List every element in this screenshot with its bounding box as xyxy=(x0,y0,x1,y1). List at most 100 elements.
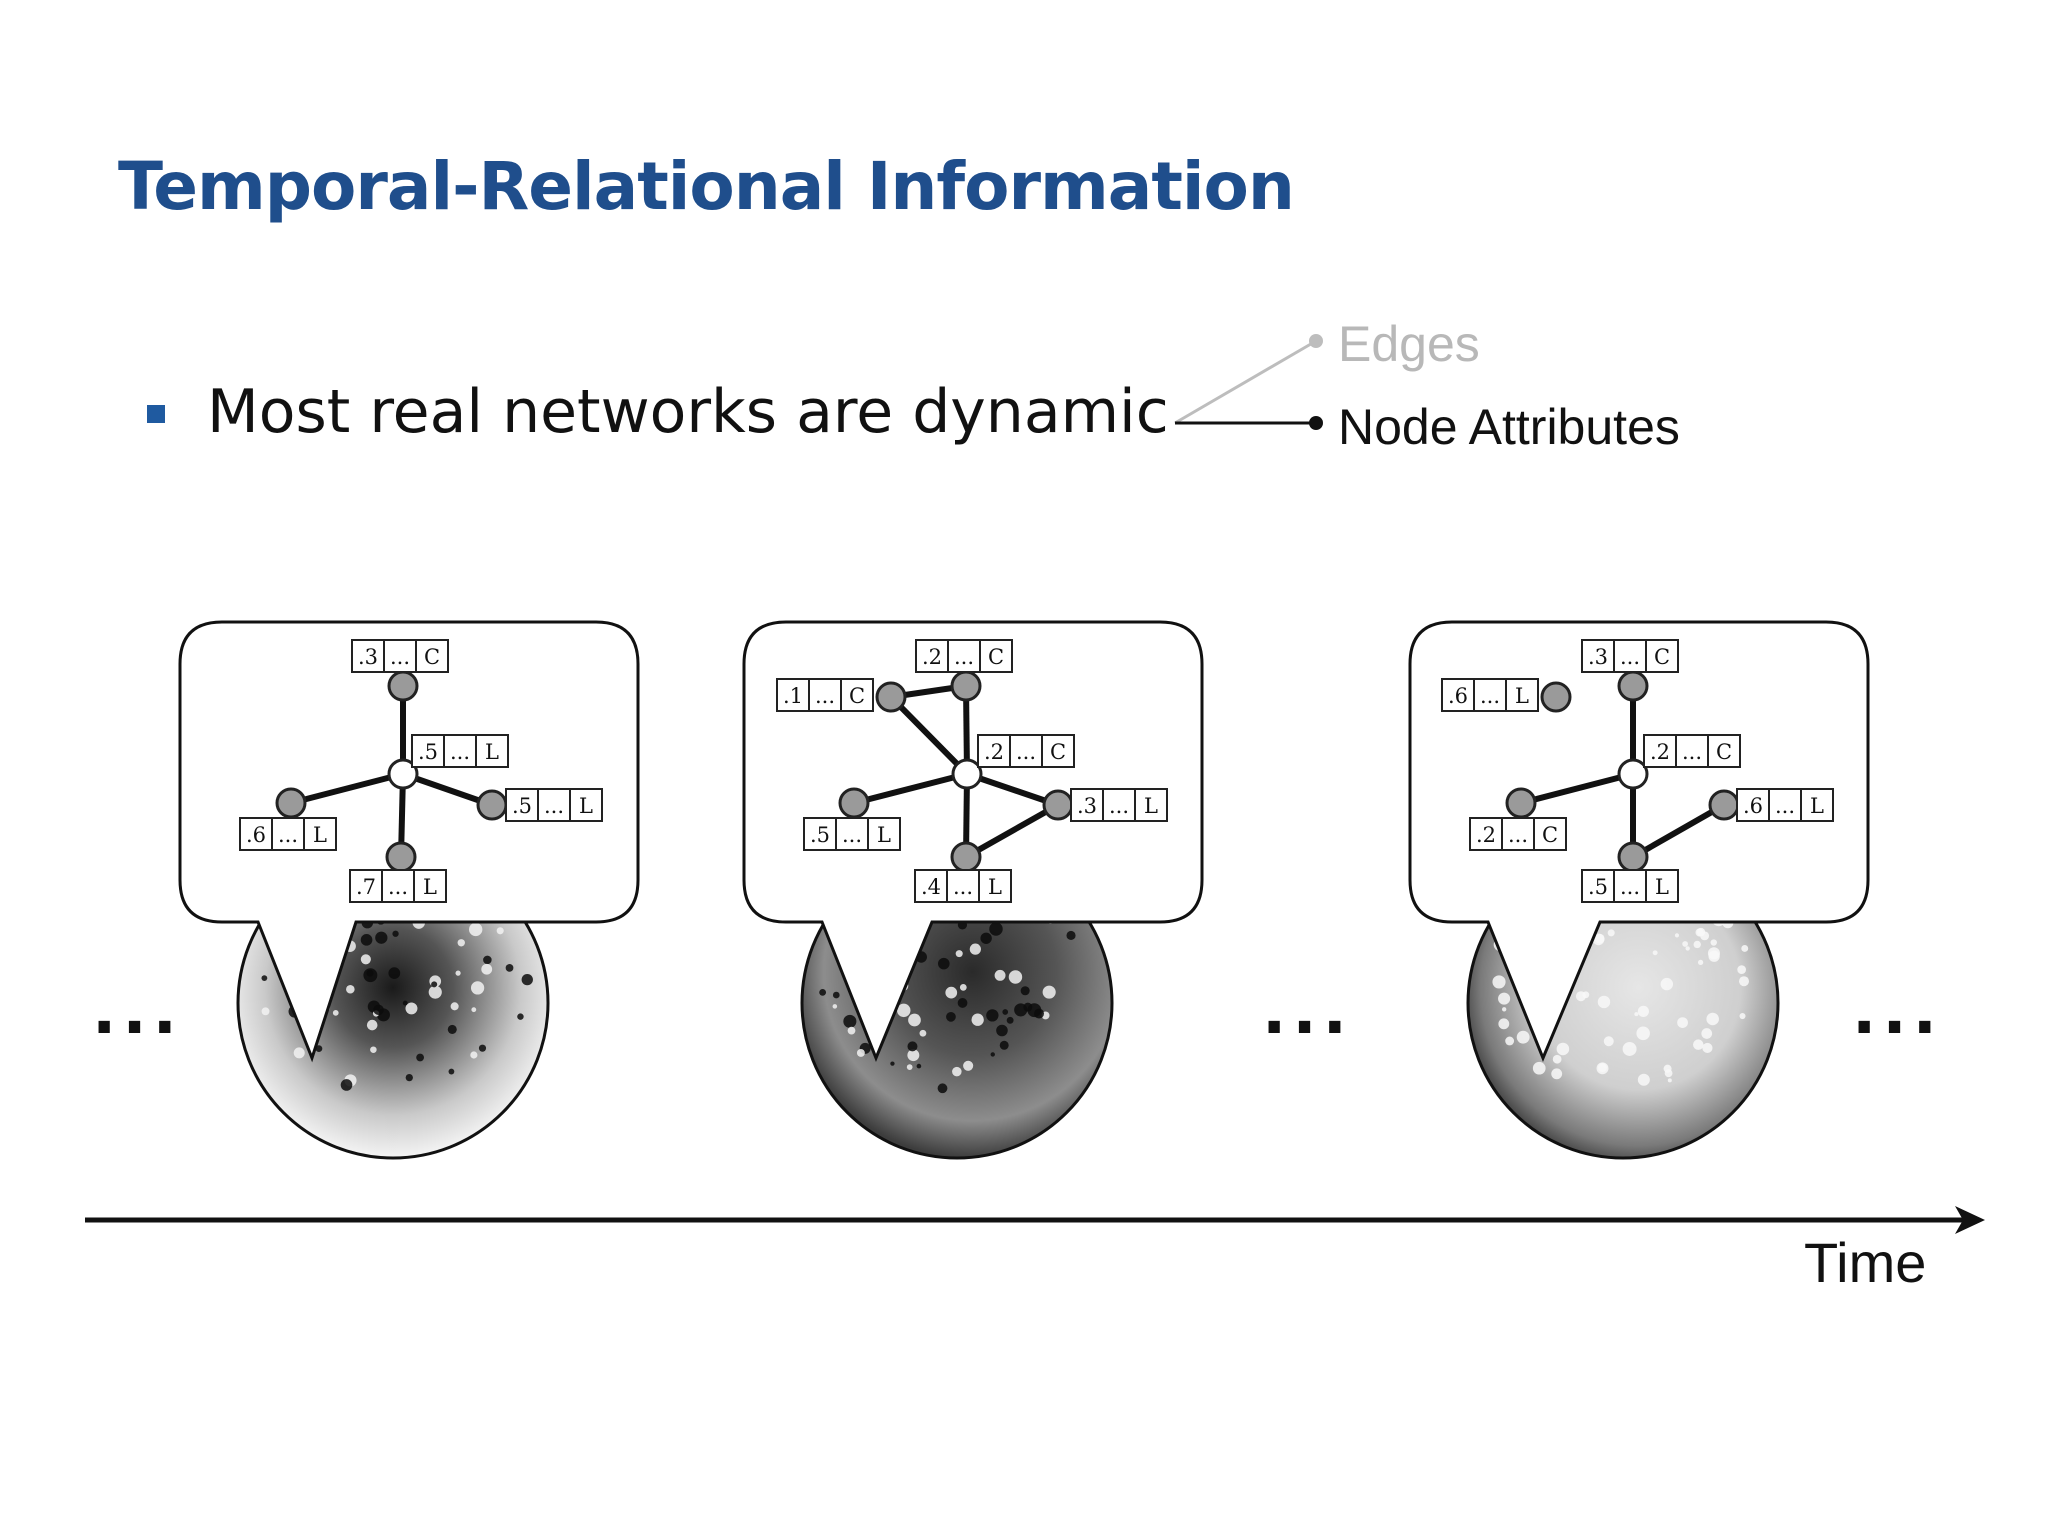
svg-text:L: L xyxy=(988,875,1002,899)
graph-node-top xyxy=(387,670,419,702)
svg-text:L: L xyxy=(1810,794,1824,818)
svg-text:L: L xyxy=(423,875,437,899)
ellipsis-middle: ... xyxy=(1262,975,1353,1049)
svg-text:...: ... xyxy=(388,875,408,899)
attr-box-hub: .5...L xyxy=(411,734,509,768)
graph-edge xyxy=(402,771,493,808)
graph-node-hub xyxy=(387,758,419,790)
callout-bubble xyxy=(178,620,640,1063)
svg-text:...: ... xyxy=(390,645,410,669)
svg-text:.5: .5 xyxy=(1588,875,1608,899)
svg-text:.5: .5 xyxy=(810,823,830,847)
svg-text:L: L xyxy=(313,823,327,847)
attr-box-topleft: .1...C xyxy=(776,678,874,712)
attr-box-right: .3... L xyxy=(1070,788,1168,822)
graph-edge xyxy=(1520,771,1634,806)
attr-box-top: .3... C xyxy=(1581,639,1679,673)
attr-box-hub: .2... C xyxy=(1643,734,1741,768)
graph-node-right xyxy=(1708,789,1740,821)
attr-box-bottom: .5...L xyxy=(1581,869,1679,903)
svg-text:...: ... xyxy=(953,875,973,899)
svg-text:L: L xyxy=(579,794,593,818)
graph-edge xyxy=(853,771,968,806)
ellipsis-right: ... xyxy=(1852,975,1943,1049)
svg-text:...: ... xyxy=(1480,684,1500,708)
graph-node-left xyxy=(1505,787,1537,819)
svg-text:C: C xyxy=(1542,823,1558,847)
attr-box-right: .6... L xyxy=(1736,788,1834,822)
svg-text:C: C xyxy=(1050,740,1066,764)
svg-text:.3: .3 xyxy=(1588,645,1608,669)
snapshot-3: .3...C.6...L.6...L.2...C.5...L.2...C xyxy=(1408,620,1870,1160)
bullet-text: Most real networks are dynamic xyxy=(207,377,1169,447)
svg-text:C: C xyxy=(1654,645,1670,669)
svg-text:L: L xyxy=(877,823,891,847)
graph-node-left xyxy=(838,787,870,819)
attr-box-bottom: .4... L xyxy=(914,869,1012,903)
time-label: Time xyxy=(1804,1231,1927,1294)
svg-text:...: ... xyxy=(278,823,298,847)
ellipsis-left: ... xyxy=(92,975,183,1049)
callout-bubble xyxy=(742,620,1204,1063)
graph-node-bottom xyxy=(385,841,417,873)
graph-node-top xyxy=(1617,670,1649,702)
graph-node-bottom xyxy=(1617,841,1649,873)
svg-text:L: L xyxy=(1515,684,1529,708)
graph-node-right xyxy=(476,789,508,821)
attr-box-hub: .2...C xyxy=(977,734,1075,768)
svg-text:C: C xyxy=(849,684,865,708)
svg-text:C: C xyxy=(988,645,1004,669)
attr-box-left: .2...C xyxy=(1469,817,1567,851)
graph-node-topleft xyxy=(875,681,907,713)
svg-text:...: ... xyxy=(1508,823,1528,847)
svg-text:...: ... xyxy=(842,823,862,847)
snapshot-2: .2...C.1...C.3...L.5...L.4...L.2...C xyxy=(742,620,1204,1160)
graph-node-hub xyxy=(951,758,983,790)
attr-box-top: .2...C xyxy=(915,639,1013,673)
graph-edge xyxy=(888,694,970,777)
svg-text:.6: .6 xyxy=(1448,684,1468,708)
edges-label: Edges xyxy=(1338,316,1480,372)
attr-box-topleft: .6... L xyxy=(1441,678,1539,712)
svg-text:C: C xyxy=(424,645,440,669)
slide-title: Temporal-Relational Information xyxy=(118,148,1295,225)
snapshot-1: .3...C.5...L.6...L.7...L.5...L xyxy=(178,620,640,1160)
graph-node-bottom xyxy=(950,841,982,873)
svg-text:.1: .1 xyxy=(783,684,803,708)
node-attributes-label: Node Attributes xyxy=(1338,399,1680,455)
svg-text:...: ... xyxy=(954,645,974,669)
graph-node-topleft xyxy=(1540,681,1572,713)
svg-text:...: ... xyxy=(1682,740,1702,764)
svg-text:.6: .6 xyxy=(246,823,266,847)
svg-text:L: L xyxy=(1144,794,1158,818)
svg-text:.5: .5 xyxy=(512,794,532,818)
graph-node-top xyxy=(950,670,982,702)
attr-box-bottom: .7... L xyxy=(349,869,447,903)
svg-text:C: C xyxy=(1716,740,1732,764)
graph-edge xyxy=(966,771,1059,808)
svg-text:.7: .7 xyxy=(356,875,376,899)
svg-text:.5: .5 xyxy=(418,740,438,764)
svg-text:.2: .2 xyxy=(1650,740,1670,764)
attr-box-left: .6... L xyxy=(239,817,337,851)
time-axis-arrowhead xyxy=(1955,1206,1985,1234)
graph-edge xyxy=(964,802,1060,860)
attr-box-left: .5... L xyxy=(803,817,901,851)
svg-text:.3: .3 xyxy=(1077,794,1097,818)
svg-text:...: ... xyxy=(1016,740,1036,764)
svg-text:...: ... xyxy=(1620,645,1640,669)
svg-text:...: ... xyxy=(1620,875,1640,899)
svg-text:.4: .4 xyxy=(921,875,941,899)
svg-text:.3: .3 xyxy=(358,645,378,669)
callout-bubble xyxy=(1408,620,1870,1062)
svg-text:L: L xyxy=(485,740,499,764)
svg-text:...: ... xyxy=(1775,794,1795,818)
svg-text:.6: .6 xyxy=(1743,794,1763,818)
svg-text:...: ... xyxy=(1109,794,1129,818)
attr-box-right: .5...L xyxy=(505,788,603,822)
graph-node-right xyxy=(1042,789,1074,821)
graph-node-hub xyxy=(1617,758,1649,790)
bullet-marker xyxy=(147,405,165,423)
